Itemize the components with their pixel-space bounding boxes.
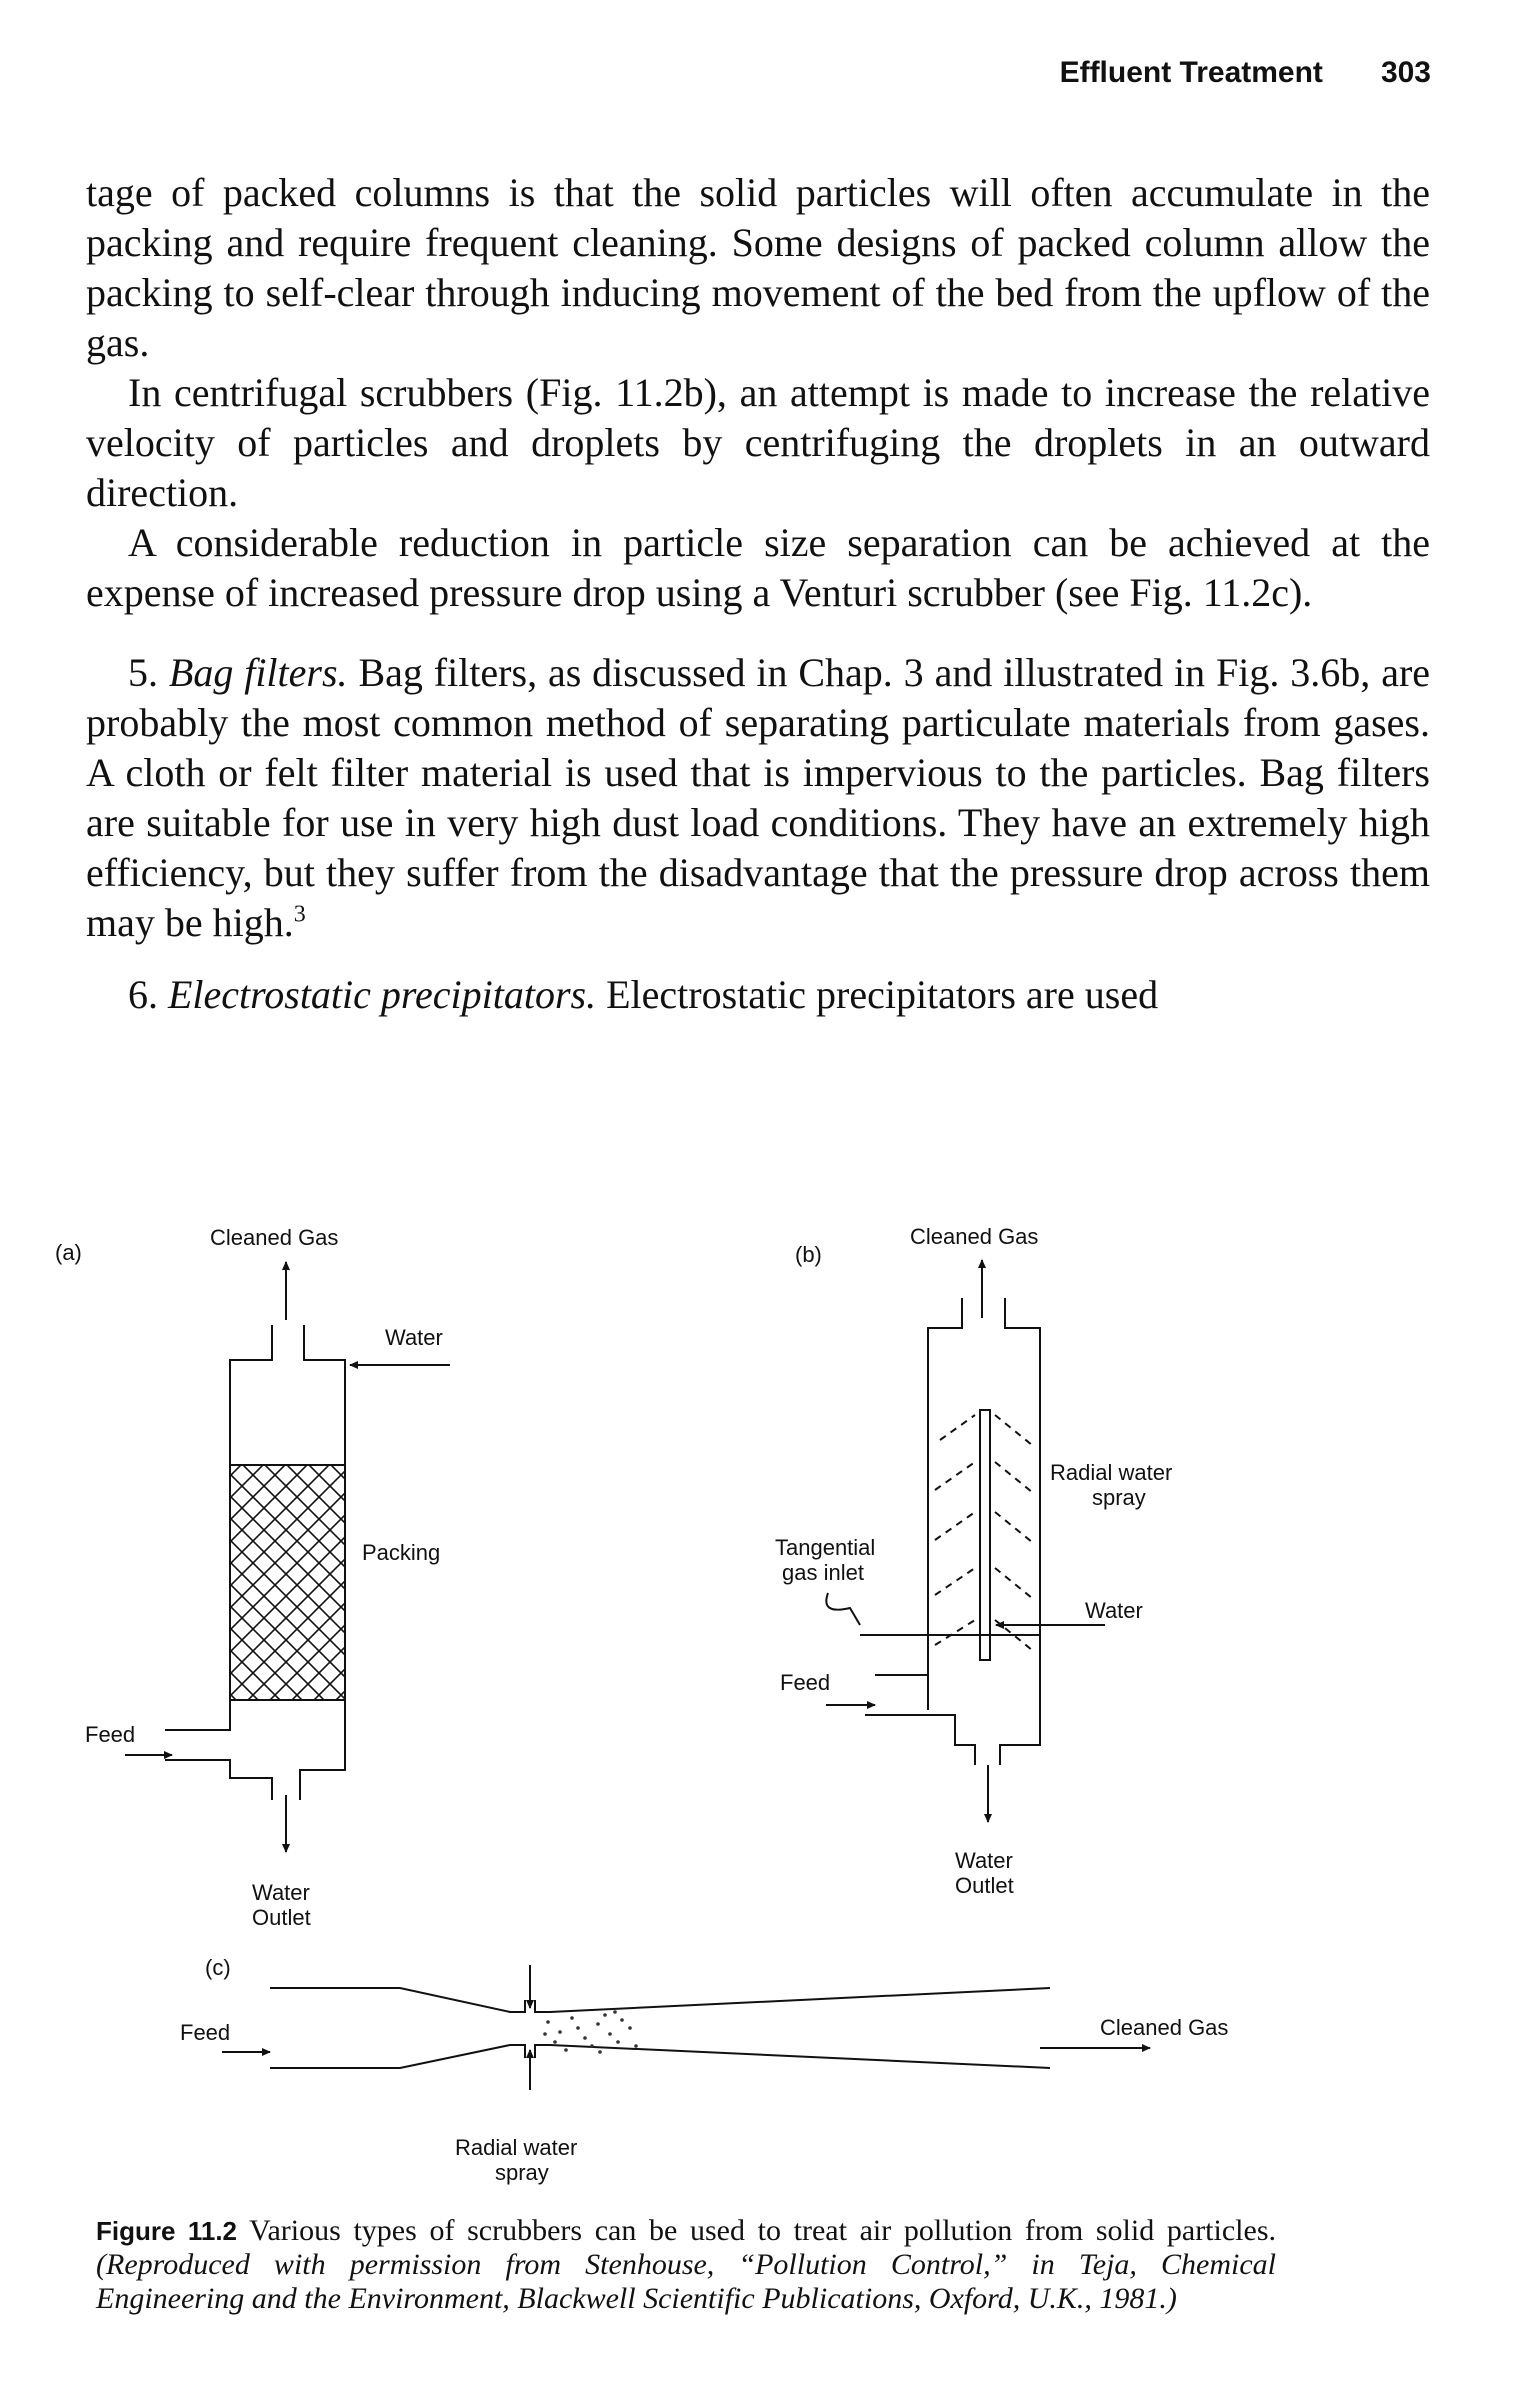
column-a-left-wall: [229, 1325, 273, 1465]
diagram-a-packed-column: (a) Cleaned Gas Water Packing Feed Water…: [55, 1225, 450, 1930]
column-b-feed-upper: [875, 1674, 929, 1710]
caption-text: Various types of scrubbers can be used t…: [249, 2214, 1276, 2247]
figure-caption: Figure 11.2 Various types of scrubbers c…: [96, 2214, 1276, 2316]
scrubber-diagrams: (a) Cleaned Gas Water Packing Feed Water…: [55, 1224, 1228, 2185]
column-b-lower-left: [865, 1714, 976, 1765]
item-title: Bag filters.: [168, 650, 348, 695]
packing-bed: [229, 1464, 346, 1701]
label-feed-b: Feed: [780, 1670, 830, 1695]
label-feed-a: Feed: [85, 1722, 135, 1747]
label-cleaned-gas-c: Cleaned Gas: [1100, 2015, 1228, 2040]
venturi-upper-wall: [270, 1987, 1051, 2013]
caption-credit: (Reproduced with permission from Stenhou…: [96, 2248, 1276, 2315]
label-cleaned-gas-a: Cleaned Gas: [210, 1225, 338, 1250]
figure-scrubbers: (a) Cleaned Gas Water Packing Feed Water…: [0, 1200, 1526, 2220]
column-a-right-lower: [299, 1700, 346, 1800]
spray-pipe: [979, 1409, 991, 1661]
label-tangential-2: gas inlet: [782, 1560, 864, 1585]
diagram-c-venturi: (c) Feed Cleaned Gas Radial water spray: [180, 1955, 1228, 2185]
header-title: Effluent Treatment: [1059, 56, 1323, 89]
venturi-lower-wall: [270, 2044, 1051, 2069]
spray-lines-right: [994, 1414, 1033, 1651]
panel-label-b: (b): [795, 1242, 822, 1267]
column-a-right-wall: [303, 1325, 346, 1465]
column-b-left-wall: [927, 1298, 963, 1710]
label-water-outlet-a-2: Outlet: [252, 1905, 311, 1930]
label-radial-spray-b-2: spray: [1092, 1485, 1146, 1510]
diagram-b-centrifugal: (b) Cleaned Gas Radial water spray Tange…: [775, 1224, 1172, 1898]
label-water-b: Water: [1085, 1598, 1143, 1623]
label-radial-spray-b-1: Radial water: [1050, 1460, 1172, 1485]
page-number: 303: [1380, 56, 1431, 89]
caption-figure-number: Figure 11.2: [96, 2216, 238, 2246]
label-water-outlet-b-1: Water: [955, 1848, 1013, 1873]
paragraph-2: In centrifugal scrubbers (Fig. 11.2b), a…: [86, 370, 1430, 515]
item-title: Electrostatic precipitators.: [168, 972, 597, 1017]
label-water-outlet-a-1: Water: [252, 1880, 310, 1905]
label-feed-c: Feed: [180, 2020, 230, 2045]
footnote-ref: 3: [293, 901, 306, 928]
label-packing: Packing: [362, 1540, 440, 1565]
label-tangential-1: Tangential: [775, 1535, 875, 1560]
label-cleaned-gas-b: Cleaned Gas: [910, 1224, 1038, 1249]
paragraph-3: A considerable reduction in particle siz…: [86, 520, 1430, 615]
spray-lines-left: [934, 1414, 976, 1646]
label-water-a: Water: [385, 1325, 443, 1350]
item-number: 6.: [128, 972, 158, 1017]
running-header: Effluent Treatment 303: [1060, 56, 1431, 90]
label-radial-spray-c-1: Radial water: [455, 2135, 577, 2160]
paragraph-electrostatic: 6. Electrostatic precipitators. Electros…: [86, 970, 1430, 1020]
body-text: tage of packed columns is that the solid…: [86, 168, 1430, 1020]
column-a-feed-upper: [165, 1700, 231, 1731]
column-b-right-wall: [1004, 1298, 1041, 1730]
tangential-pointer: [825, 1592, 861, 1626]
item-text: Bag filters, as discussed in Chap. 3 and…: [86, 650, 1431, 945]
item-text: Electrostatic precipitators are used: [606, 972, 1159, 1017]
panel-label-a: (a): [55, 1240, 82, 1265]
item-number: 5.: [128, 650, 158, 695]
column-b-lower-right: [999, 1730, 1041, 1765]
panel-label-c: (c): [205, 1955, 231, 1980]
droplet-cloud: [543, 2010, 638, 2054]
paragraph-1: tage of packed columns is that the solid…: [86, 170, 1430, 365]
column-a-feed-lower: [165, 1759, 273, 1800]
label-radial-spray-c-2: spray: [495, 2160, 549, 2185]
paragraph-bag-filters: 5. Bag filters. Bag filters, as discusse…: [86, 648, 1430, 948]
label-water-outlet-b-2: Outlet: [955, 1873, 1014, 1898]
